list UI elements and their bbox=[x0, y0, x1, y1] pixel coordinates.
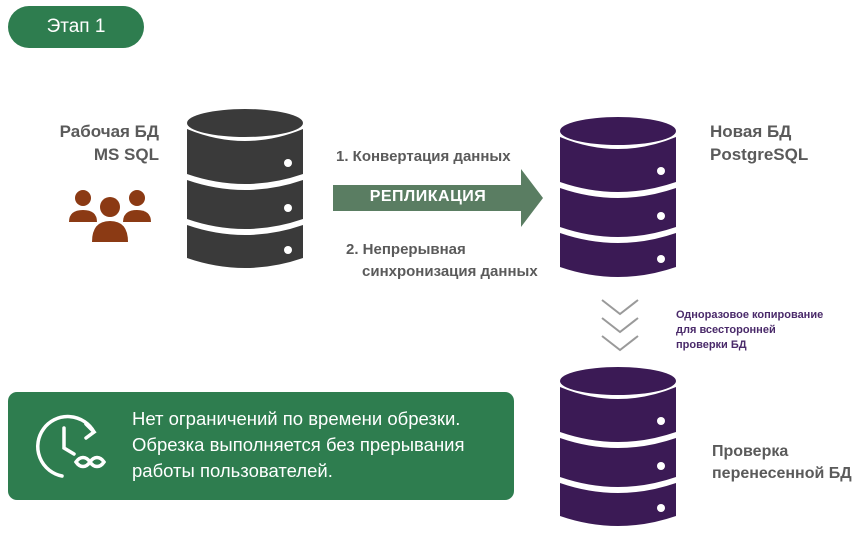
source-db-title: Рабочая БД bbox=[59, 122, 159, 141]
target-db-engine: PostgreSQL bbox=[710, 145, 809, 164]
target-db-label: Новая БД PostgreSQL bbox=[710, 120, 850, 166]
check-db-label: Проверка перенесенной БД bbox=[712, 441, 852, 485]
info-text: Нет ограничений по времени обрезки. Обре… bbox=[132, 406, 510, 484]
info-line-2: Обрезка выполняется без прерывания bbox=[132, 434, 465, 455]
check-db-line2: перенесенной БД bbox=[712, 465, 852, 482]
check-database-icon bbox=[560, 367, 676, 526]
copy-note: Одноразовое копирование для всесторонней… bbox=[676, 308, 851, 353]
chevron-down-icon bbox=[601, 299, 639, 352]
info-box: Нет ограничений по времени обрезки. Обре… bbox=[8, 392, 514, 500]
users-group-icon bbox=[69, 190, 151, 242]
source-database-icon bbox=[187, 109, 303, 268]
stage-badge: Этап 1 bbox=[8, 6, 144, 48]
target-database-icon bbox=[560, 117, 676, 277]
source-db-label: Рабочая БД MS SQL bbox=[40, 120, 159, 166]
replication-step-2: 2. Непрерывная синхронизация данных bbox=[346, 239, 546, 283]
info-line-3: работы пользователей. bbox=[132, 460, 333, 481]
source-db-engine: MS SQL bbox=[93, 145, 159, 164]
copy-note-line1: Одноразовое копирование bbox=[676, 309, 824, 321]
copy-note-line3: проверки БД bbox=[676, 339, 747, 351]
replication-step-1: 1. Конвертация данных bbox=[336, 148, 511, 165]
replication-arrow-icon bbox=[333, 169, 543, 227]
check-db-line1: Проверка bbox=[712, 443, 789, 460]
replication-step-2-line1: 2. Непрерывная bbox=[346, 241, 466, 258]
replication-label: РЕПЛИКАЦИЯ bbox=[369, 188, 487, 205]
replication-step-2-line2: синхронизация данных bbox=[362, 263, 538, 280]
copy-note-line2: для всесторонней bbox=[676, 324, 776, 336]
stage-label: Этап 1 bbox=[46, 16, 106, 37]
info-line-1: Нет ограничений по времени обрезки. bbox=[132, 408, 461, 429]
clock-infinity-icon bbox=[36, 414, 107, 478]
target-db-title: Новая БД bbox=[710, 122, 792, 141]
